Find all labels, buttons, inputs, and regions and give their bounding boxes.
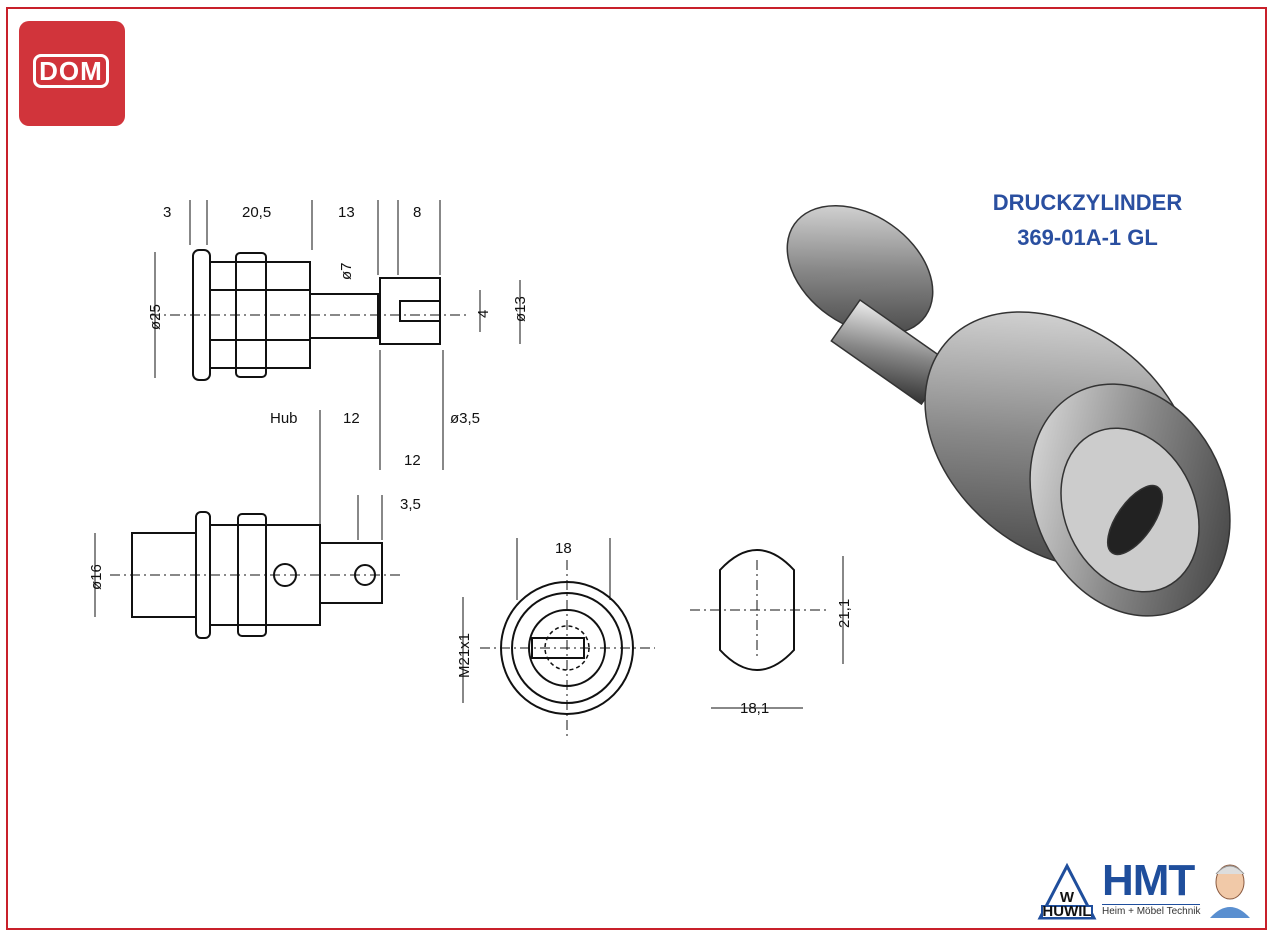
product-name: DRUCKZYLINDER xyxy=(992,190,1183,215)
cutout-view xyxy=(690,549,844,709)
label-hub: Hub xyxy=(270,410,298,427)
dim-3: 3 xyxy=(163,204,171,221)
dim-dia-16: ø16 xyxy=(88,564,105,590)
product-title: DRUCKZYLINDER 369-01A-1 GL xyxy=(960,185,1215,255)
huwil-hmt-logo: W HUWIL HMT Heim + Möbel Technik xyxy=(1036,856,1256,922)
hmt-text: HMT xyxy=(1102,856,1195,905)
product-code: 369-01A-1 GL xyxy=(1017,225,1158,250)
page-border xyxy=(6,7,1267,930)
huwil-w: W xyxy=(1060,889,1075,906)
dim-dia-7: ø7 xyxy=(338,262,355,280)
dim-21-1: 21,1 xyxy=(836,599,853,628)
dim-dia-3-5: ø3,5 xyxy=(450,410,480,427)
mascot-face-icon xyxy=(1210,864,1250,918)
dom-logo-text: DOM xyxy=(33,54,109,88)
front-view xyxy=(462,538,655,740)
dom-logo: DOM xyxy=(19,21,125,126)
hmt-tagline: Heim + Möbel Technik xyxy=(1102,904,1201,917)
huwil-text: HUWIL xyxy=(1042,903,1091,920)
dim-hub-12: 12 xyxy=(343,410,360,427)
dim-13: 13 xyxy=(338,204,355,221)
dim-m21x1: M21x1 xyxy=(456,633,473,678)
dim-18: 18 xyxy=(555,540,572,557)
dim-12: 12 xyxy=(404,452,421,469)
dim-4: 4 xyxy=(475,310,492,318)
dim-8: 8 xyxy=(413,204,421,221)
dim-dia-25: ø25 xyxy=(147,304,164,330)
dim-dia-13: ø13 xyxy=(512,296,529,322)
huwil-triangle-icon: W HUWIL xyxy=(1037,862,1097,920)
side-view-bottom xyxy=(94,495,400,639)
side-view-top xyxy=(150,200,521,530)
dim-20-5: 20,5 xyxy=(242,204,271,221)
dim-3-5: 3,5 xyxy=(400,496,421,513)
dim-18-1: 18,1 xyxy=(740,700,769,717)
product-photo xyxy=(786,204,1231,617)
